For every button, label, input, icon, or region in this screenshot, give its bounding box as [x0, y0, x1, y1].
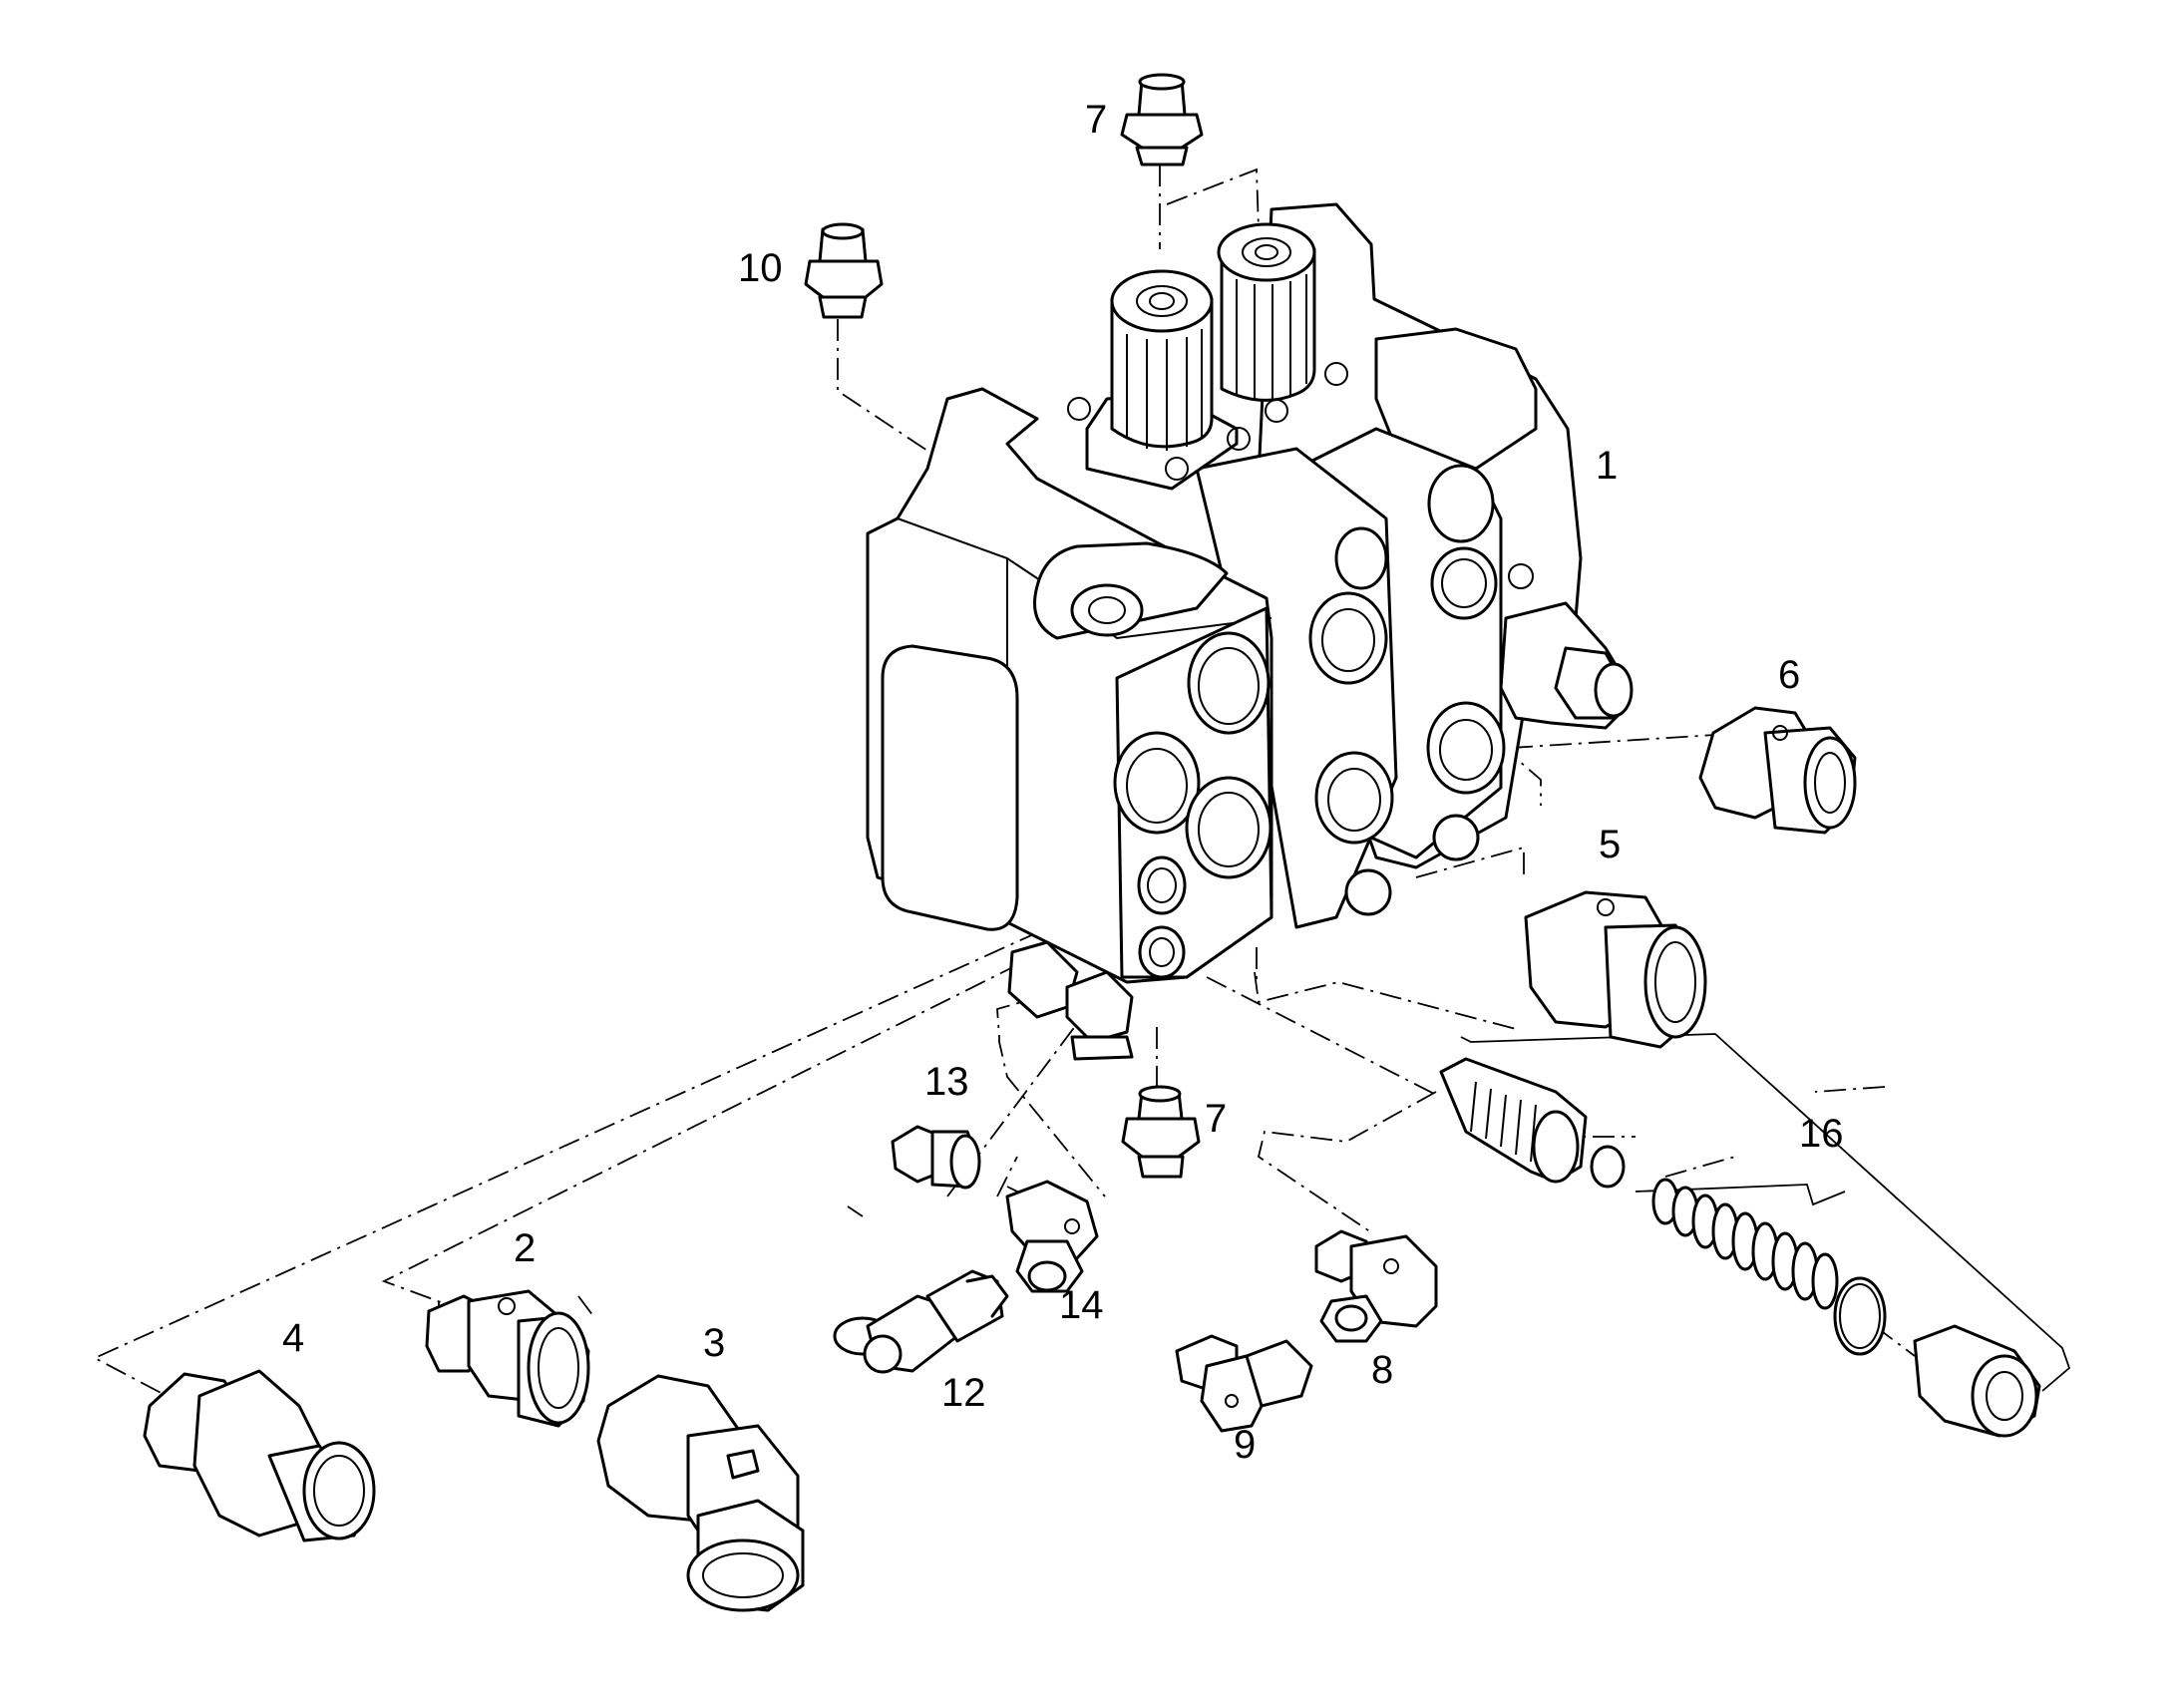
callout-14: 14	[1059, 1283, 1104, 1327]
callout-3: 3	[703, 1321, 725, 1365]
callout-7-top: 7	[1085, 98, 1107, 142]
elbow-3	[596, 1374, 805, 1612]
adapter-4	[143, 1369, 376, 1542]
callout-1: 1	[1596, 444, 1618, 488]
spring	[1651, 1178, 1839, 1310]
fitting-10	[804, 222, 884, 319]
fitting-7-top	[1120, 73, 1204, 167]
elbow-9	[1175, 1334, 1313, 1433]
callout-12: 12	[941, 1371, 986, 1415]
fitting-7-bottom	[1121, 1085, 1201, 1179]
valve-block-assembly	[866, 202, 1634, 1061]
coupler-12	[833, 1269, 1009, 1374]
callout-13: 13	[924, 1060, 969, 1104]
adapter-2	[425, 1289, 590, 1428]
callout-10: 10	[738, 246, 783, 290]
callout-7-bottom: 7	[1205, 1097, 1227, 1141]
callout-8: 8	[1371, 1348, 1393, 1392]
callout-2: 2	[514, 1226, 536, 1270]
callout-16: 16	[1799, 1112, 1844, 1156]
relief-valve-kit-16	[1439, 1057, 2041, 1438]
elbow-14	[1005, 1180, 1099, 1293]
tee-8	[1314, 1229, 1438, 1343]
fitting-13	[891, 1125, 981, 1190]
callout-9: 9	[1234, 1423, 1256, 1467]
adapter-6	[1698, 706, 1857, 835]
callout-5: 5	[1599, 823, 1621, 866]
callout-6: 6	[1778, 653, 1800, 697]
callout-labels: 1 2 3 4 5 6 7 7 8 9 10 12 13 14 16	[282, 98, 1844, 1467]
callout-4: 4	[282, 1316, 304, 1360]
adapter-5	[1524, 890, 1707, 1049]
